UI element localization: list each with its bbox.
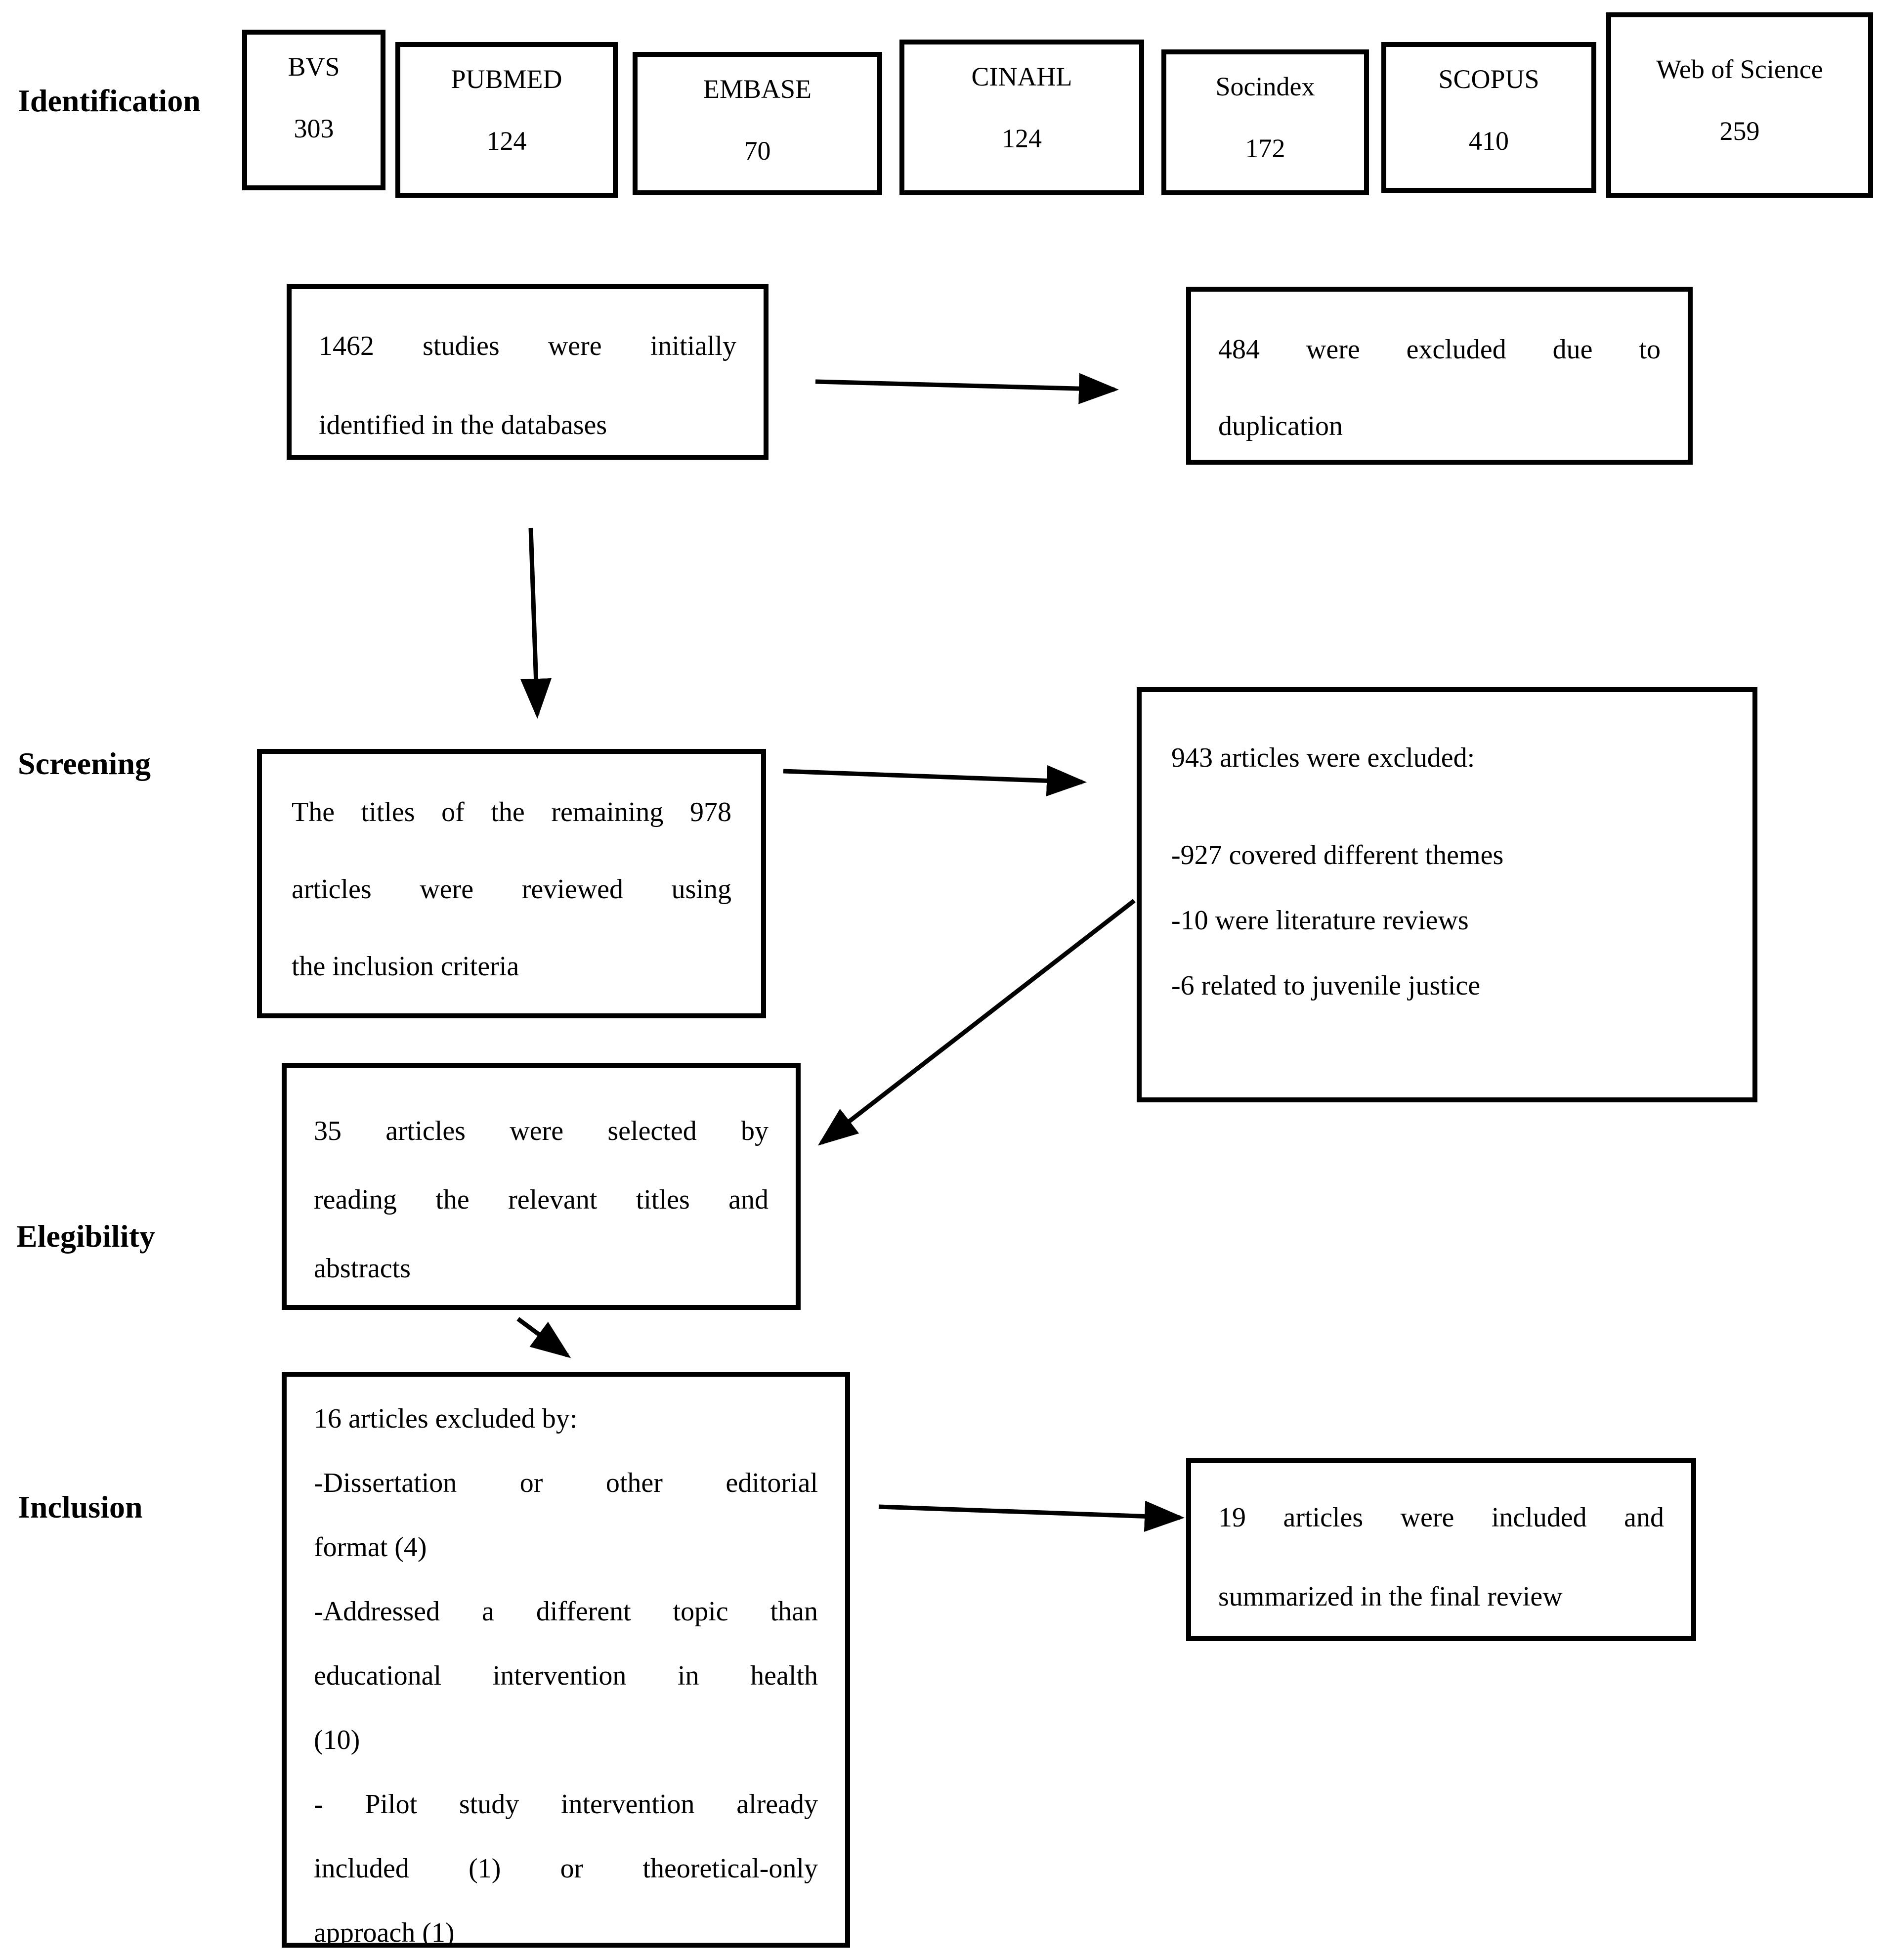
box-35-line-1: 35 articles were selected by	[314, 1116, 769, 1146]
box-16-line-6: (10)	[314, 1725, 360, 1755]
db-name-scopus: SCOPUS	[1438, 64, 1539, 94]
box-initial-identified: 1462 studies were initially identified i…	[287, 284, 769, 460]
arrow-excluded-to-selected	[817, 899, 1136, 1146]
db-name-socindex: Socindex	[1215, 72, 1315, 101]
db-box-pubmed: PUBMED 124	[395, 42, 618, 198]
db-box-socindex: Socindex 172	[1161, 49, 1369, 195]
stage-label-eligibility: Elegibility	[16, 1219, 155, 1254]
db-count-embase: 70	[744, 136, 771, 166]
box-943-item-2: -10 were literature reviews	[1171, 905, 1469, 936]
box-duplicates-line-2: duplication	[1218, 411, 1343, 441]
arrow-selected-to-eligibility-excluded	[516, 1317, 571, 1358]
db-box-web-of-science: Web of Science 259	[1606, 12, 1873, 198]
arrow-initial-to-screening	[520, 527, 552, 719]
box-duplicates-line-1: 484 were excluded due to	[1218, 334, 1661, 365]
db-name-pubmed: PUBMED	[451, 64, 562, 94]
db-count-web-of-science: 259	[1719, 116, 1760, 146]
box-19-line-2: summarized in the final review	[1218, 1581, 1563, 1612]
db-count-cinahl: 124	[1002, 124, 1042, 153]
box-titles-line-3: the inclusion criteria	[292, 951, 519, 982]
box-selected-35: 35 articles were selected by reading the…	[282, 1063, 801, 1310]
box-35-line-2: reading the relevant titles and	[314, 1184, 769, 1215]
box-16-line-9: approach (1)	[314, 1917, 455, 1948]
box-16-line-1: 16 articles excluded by:	[314, 1403, 578, 1434]
box-titles-reviewed: The titles of the remaining 978 articles…	[257, 749, 766, 1018]
db-box-cinahl: CINAHL 124	[899, 40, 1144, 195]
db-name-cinahl: CINAHL	[971, 62, 1072, 91]
db-name-bvs: BVS	[288, 52, 340, 82]
stage-label-inclusion: Inclusion	[18, 1489, 143, 1524]
db-count-socindex: 172	[1245, 133, 1285, 163]
box-35-line-3: abstracts	[314, 1253, 411, 1284]
box-943-items: -927 covered different themes -10 were l…	[1171, 823, 1723, 1018]
db-box-bvs: BVS 303	[242, 30, 385, 190]
box-excluded-duplicates: 484 were excluded due to duplication	[1186, 287, 1693, 465]
db-name-embase: EMBASE	[703, 74, 812, 104]
db-count-scopus: 410	[1469, 126, 1509, 156]
box-16-line-8: included (1) or theoretical-only	[314, 1853, 818, 1884]
arrow-initial-to-duplicates	[815, 373, 1119, 404]
box-excluded-943: 943 articles were excluded: -927 covered…	[1137, 687, 1757, 1102]
box-titles-line-2: articles were reviewed using	[292, 874, 731, 905]
box-titles-line-1: The titles of the remaining 978	[292, 797, 731, 828]
box-19-line-1: 19 articles were included and	[1218, 1502, 1664, 1533]
box-943-item-3: -6 related to juvenile justice	[1171, 970, 1481, 1001]
arrow-excluded16-to-included	[878, 1500, 1185, 1532]
box-943-title: 943 articles were excluded:	[1171, 742, 1475, 773]
db-box-embase: EMBASE 70	[633, 52, 882, 195]
box-included-19: 19 articles were included and summarized…	[1186, 1458, 1696, 1641]
db-count-pubmed: 124	[486, 126, 527, 156]
db-count-bvs: 303	[294, 114, 334, 143]
db-name-web-of-science: Web of Science	[1656, 54, 1823, 84]
box-943-item-1: -927 covered different themes	[1171, 840, 1504, 871]
box-initial-line-1: 1462 studies were initially	[319, 331, 736, 361]
box-excluded-16: 16 articles excluded by: -Dissertation o…	[282, 1372, 850, 1948]
box-16-line-2: -Dissertation or other editorial	[314, 1468, 818, 1498]
box-16-line-4: -Addressed a different topic than	[314, 1596, 818, 1627]
db-box-scopus: SCOPUS 410	[1381, 42, 1596, 193]
box-16-line-5: educational intervention in health	[314, 1660, 818, 1691]
stage-label-screening: Screening	[18, 746, 151, 781]
box-initial-line-2: identified in the databases	[319, 410, 607, 440]
stage-label-identification: Identification	[18, 83, 201, 118]
box-16-line-3: format (4)	[314, 1532, 427, 1563]
arrow-screening-to-excluded	[783, 765, 1087, 796]
box-16-line-7: - Pilot study intervention already	[314, 1789, 818, 1820]
